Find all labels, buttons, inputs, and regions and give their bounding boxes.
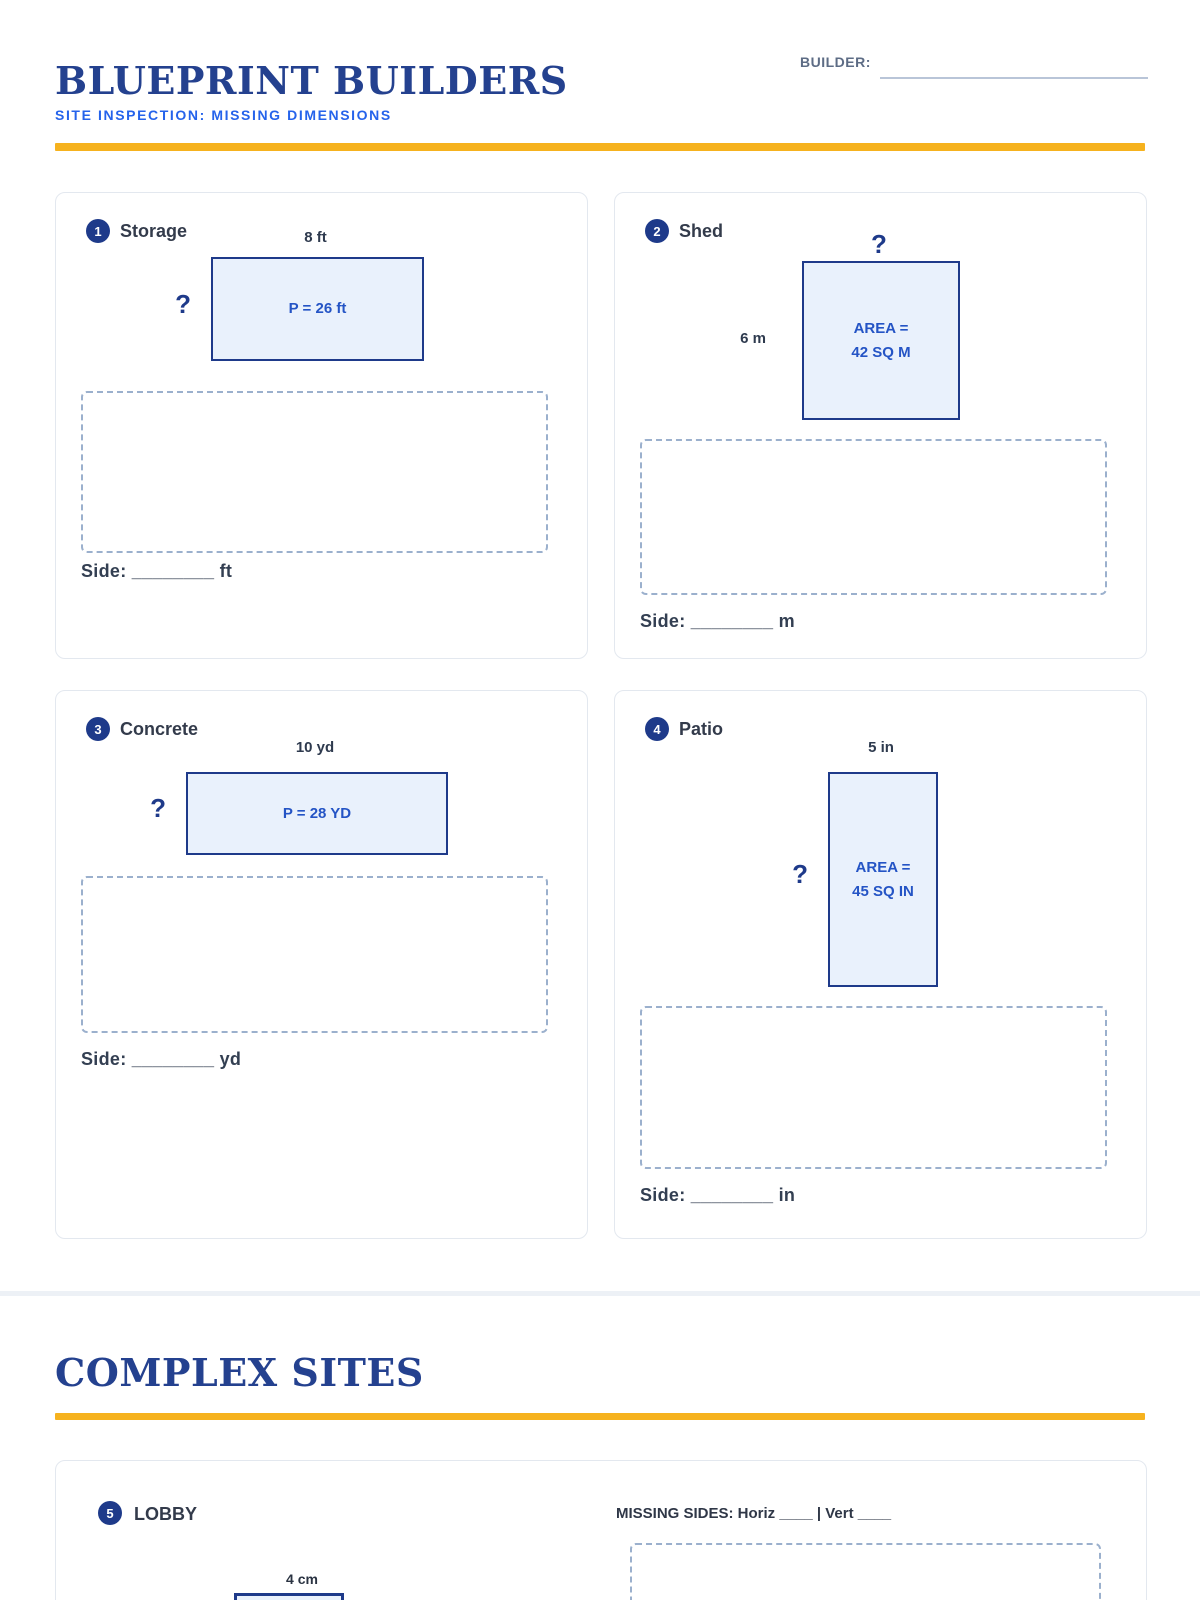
side-dimension-label: 6 m	[740, 330, 766, 347]
problem-title: Patio	[679, 719, 724, 739]
answer-line: Side: ________ ft	[81, 561, 233, 581]
question-mark: ?	[871, 229, 887, 259]
builder-name-line	[880, 60, 1148, 79]
work-area	[81, 391, 548, 553]
work-area	[630, 1543, 1101, 1600]
problem-card-shed: 2 Shed ? 6 m AREA =42 SQ M Side: _______…	[614, 192, 1147, 659]
problem-number-badge: 4	[645, 717, 669, 741]
accent-bar-top	[55, 143, 1145, 151]
problem-number-badge: 5	[98, 1501, 122, 1525]
problem-number-badge: 2	[645, 219, 669, 243]
problem-title: LOBBY	[134, 1504, 197, 1524]
problem-number-badge: 1	[86, 219, 110, 243]
work-area	[640, 439, 1107, 595]
dimension-label: 4 cm	[286, 1571, 318, 1587]
problem-title: Concrete	[120, 719, 199, 739]
shape-rect: AREA =45 SQ IN	[828, 772, 938, 987]
shape-rect: AREA =42 SQ M	[802, 261, 960, 420]
shape-rect-partial	[234, 1593, 344, 1600]
shape-label: AREA =42 SQ M	[851, 320, 911, 361]
question-mark: ?	[175, 289, 191, 319]
shape-label: AREA =45 SQ IN	[852, 859, 914, 900]
problem-title: Shed	[679, 221, 724, 241]
shape-label: P = 26 ft	[288, 300, 347, 318]
top-dimension-label: 8 ft	[304, 229, 327, 246]
question-mark: ?	[150, 793, 166, 823]
section-divider	[0, 1291, 1200, 1296]
answer-line: Side: ________ in	[640, 1185, 796, 1205]
work-area	[640, 1006, 1107, 1169]
problem-title: Storage	[120, 221, 188, 241]
problem-card-lobby: 5 LOBBY MISSING SIDES: Horiz ____ | Vert…	[55, 1460, 1147, 1600]
answer-line: Side: ________ yd	[81, 1049, 242, 1069]
shape-label: P = 28 YD	[282, 804, 352, 822]
builder-label: BUILDER:	[800, 54, 871, 70]
work-area	[81, 876, 548, 1033]
section-title: COMPLEX SITES	[55, 1350, 424, 1395]
shape-rect: P = 26 ft	[211, 257, 424, 361]
missing-sides-label: MISSING SIDES: Horiz ____ | Vert ____	[616, 1505, 892, 1522]
problem-card-patio: 4 Patio 5 in ? AREA =45 SQ IN Side: ____…	[614, 690, 1147, 1239]
page-subtitle: SITE INSPECTION: MISSING DIMENSIONS	[55, 107, 392, 123]
top-dimension-label: 10 yd	[295, 739, 335, 756]
page-title: BLUEPRINT BUILDERS	[55, 58, 568, 103]
accent-bar-complex	[55, 1413, 1145, 1420]
answer-line: Side: ________ m	[640, 611, 795, 631]
shape-rect: P = 28 YD	[186, 772, 448, 855]
question-mark: ?	[792, 859, 808, 889]
problem-card-storage: 1 Storage 8 ft ? P = 26 ft Side: _______…	[55, 192, 588, 659]
problem-card-concrete: 3 Concrete 10 yd ? P = 28 YD Side: _____…	[55, 690, 588, 1239]
problem-number-badge: 3	[86, 717, 110, 741]
top-dimension-label: 5 in	[868, 739, 894, 756]
